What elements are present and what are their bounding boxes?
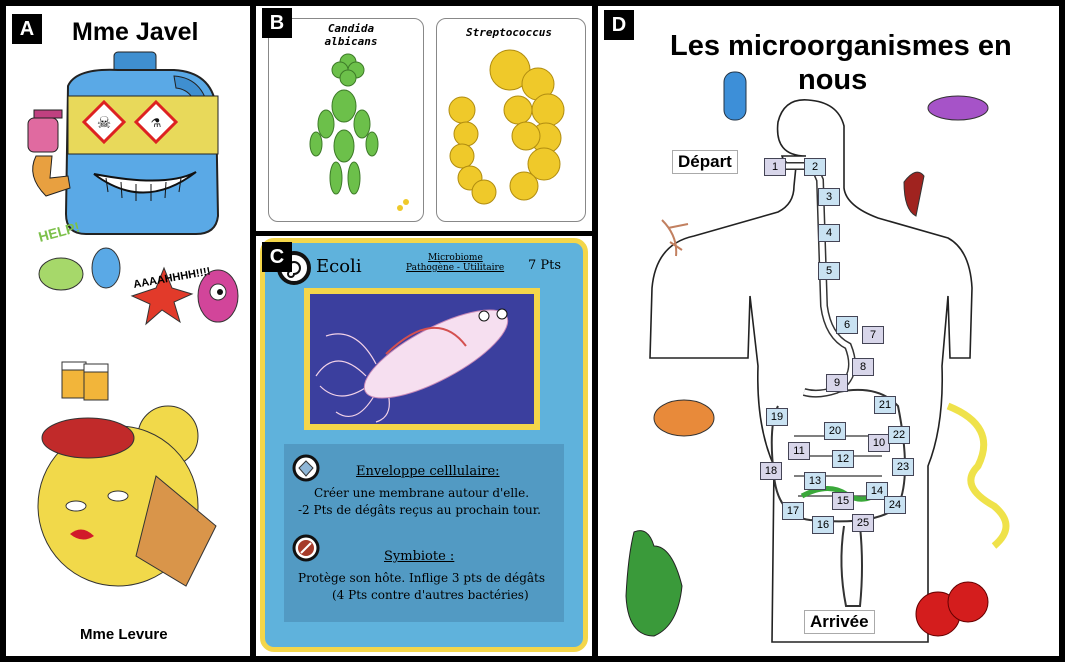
panel-d: D Les microorganismes en nous Départ Arr… bbox=[598, 6, 1059, 656]
card-streptococcus-title: Streptococcus bbox=[465, 26, 553, 39]
panel-b: B Candida albicans Streptococcus bbox=[256, 6, 592, 231]
board-step-8[interactable]: 8 bbox=[852, 358, 874, 376]
panel-tag-a: A bbox=[12, 14, 42, 44]
board-step-17[interactable]: 17 bbox=[782, 502, 804, 520]
panel-a: A Mme Javel ☠ ⚗ HELP! AAAAHHHH!!!! bbox=[6, 6, 250, 656]
board-step-18[interactable]: 18 bbox=[760, 462, 782, 480]
board-step-22[interactable]: 22 bbox=[888, 426, 910, 444]
board-step-19[interactable]: 19 bbox=[766, 408, 788, 426]
svg-text:HELP!: HELP! bbox=[37, 219, 82, 245]
board-step-24[interactable]: 24 bbox=[884, 496, 906, 514]
panel-tag-c: C bbox=[262, 242, 292, 272]
board-title-line2: nous bbox=[798, 64, 868, 96]
board-step-12[interactable]: 12 bbox=[832, 450, 854, 468]
board-step-20[interactable]: 20 bbox=[824, 422, 846, 440]
toxic-hazard-icon: ☠ bbox=[81, 99, 127, 145]
board-title-line1: Les microorganismes en bbox=[670, 30, 1012, 62]
ability2-line2: (4 Pts contre d'autres bactéries) bbox=[332, 588, 529, 602]
panel-a-title: Mme Javel bbox=[72, 18, 199, 46]
ability1-title: Enveloppe celllulaire: bbox=[356, 464, 500, 479]
card-category-line1: Microbiome bbox=[428, 253, 483, 263]
corrosive-hazard-icon: ⚗ bbox=[133, 99, 179, 145]
board-step-6[interactable]: 6 bbox=[836, 316, 858, 334]
ability2-line1: Protège son hôte. Inflige 3 pts de dégât… bbox=[298, 571, 546, 585]
card-candida-title: Candida albicans bbox=[324, 22, 378, 48]
start-label: Départ bbox=[672, 150, 738, 174]
board-step-21[interactable]: 21 bbox=[874, 396, 896, 414]
svg-text:☠: ☠ bbox=[97, 113, 111, 132]
board-step-9[interactable]: 9 bbox=[826, 374, 848, 392]
panel-c: C Ecoli Microbiome Pathogène - Utili bbox=[256, 236, 592, 656]
ability1-line1: Créer une membrane autour d'elle. bbox=[314, 486, 530, 500]
board-step-11[interactable]: 11 bbox=[788, 442, 810, 460]
card-points: 7 Pts bbox=[528, 258, 562, 273]
board-step-10[interactable]: 10 bbox=[868, 434, 890, 452]
panel-c-graphics bbox=[277, 251, 564, 622]
ecoli-bacterium bbox=[363, 308, 509, 399]
board-step-25[interactable]: 25 bbox=[852, 514, 874, 532]
board-step-14[interactable]: 14 bbox=[866, 482, 888, 500]
board-step-16[interactable]: 16 bbox=[812, 516, 834, 534]
board-step-1[interactable]: 1 bbox=[764, 158, 786, 176]
panel-tag-d: D bbox=[604, 10, 634, 40]
shield-ability-icon bbox=[292, 454, 320, 482]
panel-b-illustration bbox=[309, 49, 565, 211]
card-category-line2: Pathogène - Utilitaire bbox=[406, 263, 505, 273]
panel-tag-b: B bbox=[262, 8, 292, 38]
board-step-13[interactable]: 13 bbox=[804, 472, 826, 490]
board-step-5[interactable]: 5 bbox=[818, 262, 840, 280]
board-step-7[interactable]: 7 bbox=[862, 326, 884, 344]
svg-text:⚗: ⚗ bbox=[151, 116, 162, 130]
card-name: Ecoli bbox=[316, 256, 362, 277]
panel-a-illustration: ☠ ⚗ HELP! AAAAHHHH!!!! bbox=[27, 51, 239, 587]
board-step-3[interactable]: 3 bbox=[818, 188, 840, 206]
ability1-line2: -2 Pts de dégâts reçus au prochain tour. bbox=[298, 503, 541, 517]
panel-a-footer: Mme Levure bbox=[80, 626, 168, 643]
sword-ability-icon bbox=[292, 534, 320, 562]
board-step-4[interactable]: 4 bbox=[818, 224, 840, 242]
body-map bbox=[625, 71, 1010, 643]
board-step-15[interactable]: 15 bbox=[832, 492, 854, 510]
end-label: Arrivée bbox=[804, 610, 875, 634]
board-step-2[interactable]: 2 bbox=[804, 158, 826, 176]
ability2-title: Symbiote : bbox=[384, 549, 455, 564]
board-step-23[interactable]: 23 bbox=[892, 458, 914, 476]
